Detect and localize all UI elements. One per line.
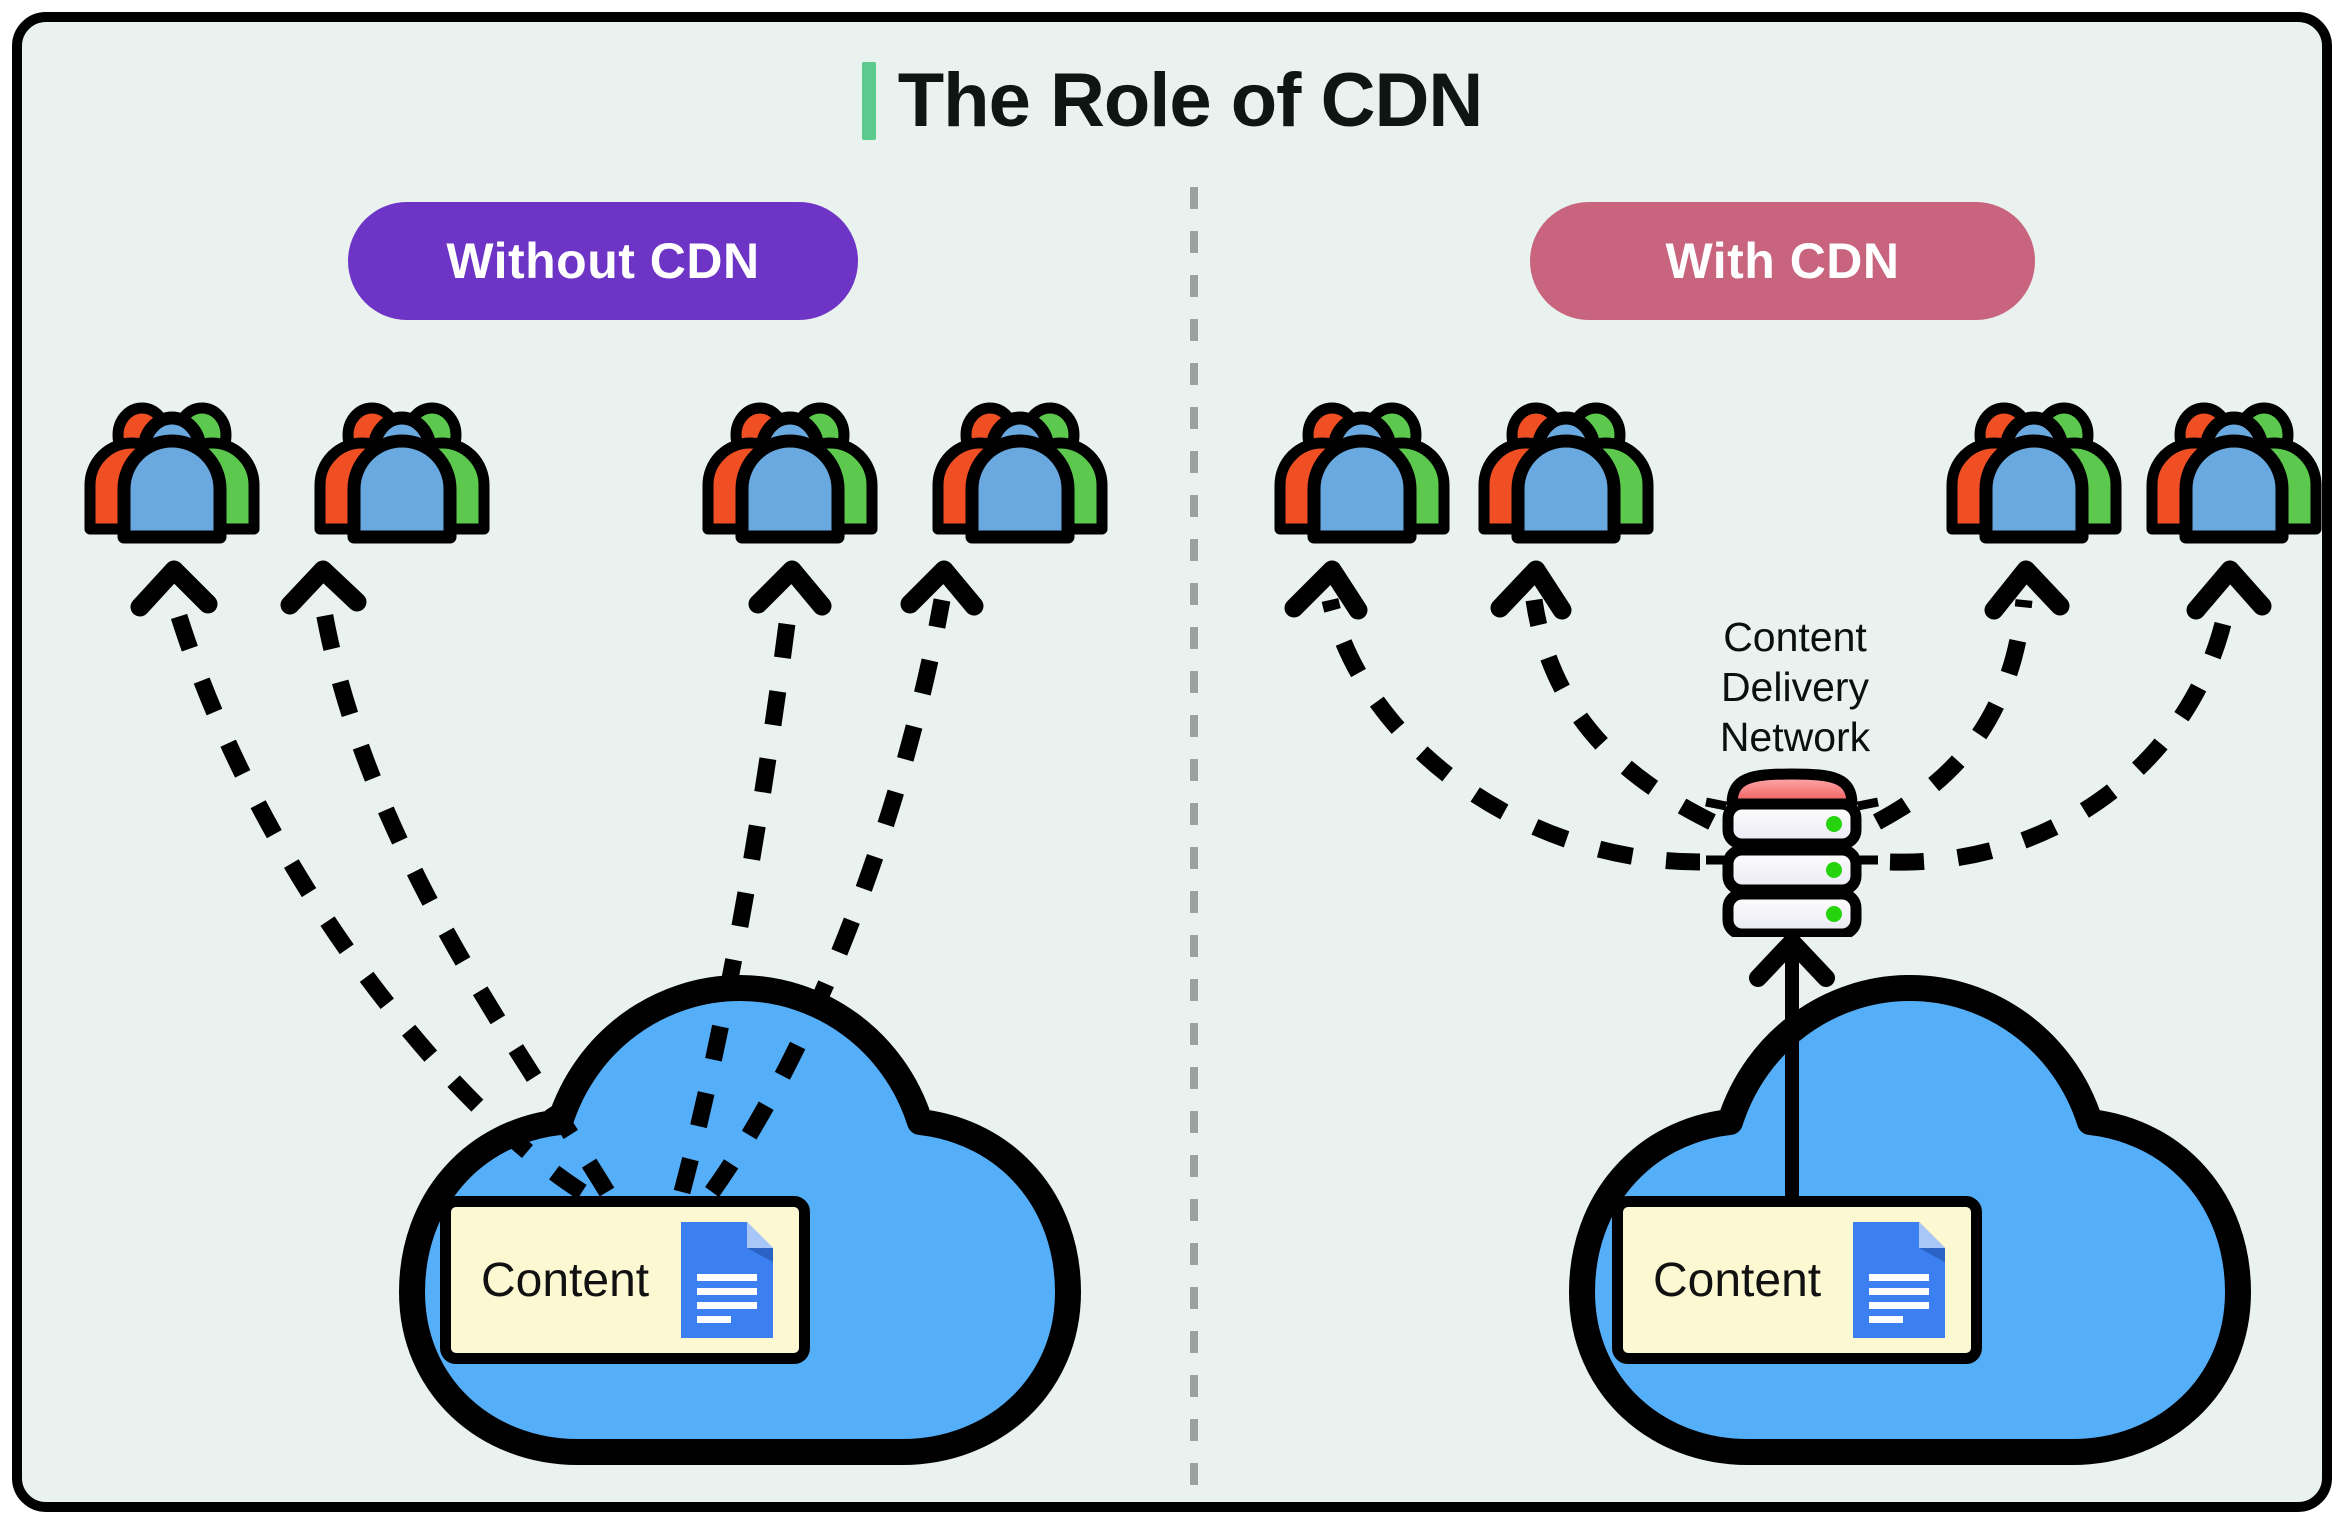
arrowheads-without-cdn [130,560,984,617]
cdn-label: Content Delivery Network [1719,614,1871,761]
arrowheads-with-cdn [1284,560,2272,620]
server-antenna-ticks [1705,797,1879,865]
arrowhead-user-2 [1490,560,1572,620]
user-group-without-cdn-4[interactable] [920,377,1120,547]
content-box-label: Content [481,1253,650,1307]
title-accent-bar [861,62,876,140]
user-group-without-cdn-1[interactable] [72,377,272,547]
user-group-without-cdn-2[interactable] [302,377,502,547]
connector-cloud-to-user-1 [165,597,587,1200]
document-icon [681,1222,773,1338]
connector-cloud-to-user-3 [673,598,799,1195]
diagram-frame: The Role of CDN Without CDN With CDN [12,12,2332,1512]
server-rack-icon[interactable] [1702,762,1882,937]
connector-cloud-to-user-2 [313,598,615,1197]
arrowhead-user-1 [130,560,218,617]
arrowhead-user-3 [748,560,832,616]
arrowhead-user-4 [2186,560,2272,620]
arrowhead-user-3 [1984,560,2070,620]
server-status-dot-2 [1826,862,1842,878]
arrowhead-user-1 [1284,560,1368,620]
content-box-without-cdn[interactable]: Content [440,1196,810,1364]
server-rack-3 [1722,888,1862,937]
arrowhead-user-4 [900,560,984,616]
content-box-label: Content [1653,1253,1822,1307]
panel-divider [1190,187,1198,1502]
arrowhead-cdn [1749,933,1835,987]
connector-group-without-cdn [165,597,951,1200]
badge-without-cdn[interactable]: Without CDN [348,202,858,320]
arrowhead-user-2 [280,560,367,615]
page-title: The Role of CDN [22,62,2322,140]
user-group-with-cdn-1[interactable] [1262,377,1462,547]
user-group-with-cdn-4[interactable] [2134,377,2332,547]
badge-with-cdn[interactable]: With CDN [1530,202,2035,320]
server-top-cap [1726,768,1858,810]
user-group-without-cdn-3[interactable] [690,377,890,547]
connector-cloud-to-user-4 [705,598,951,1197]
content-box-with-cdn[interactable]: Content [1612,1196,1982,1364]
server-status-dot-1 [1826,816,1842,832]
user-group-with-cdn-3[interactable] [1934,377,2134,547]
server-status-dot-3 [1826,906,1842,922]
server-rack-1 [1722,798,1862,850]
page-title-text: The Role of CDN [897,58,1484,143]
user-group-with-cdn-2[interactable] [1466,377,1666,547]
document-icon [1853,1222,1945,1338]
